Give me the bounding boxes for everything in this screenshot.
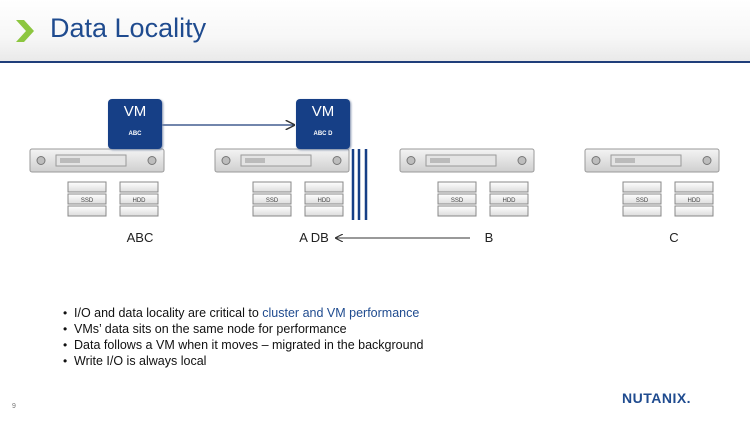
- node-label-1: ABC: [126, 230, 154, 245]
- bullet-list: • I/O and data locality are critical to c…: [63, 305, 424, 369]
- bullet-item: • Write I/O is always local: [63, 353, 423, 369]
- server-node-2: [214, 148, 350, 173]
- vm-data-label: ABC: [128, 131, 142, 137]
- node-label-3: B: [484, 230, 494, 245]
- slide-title: Data Locality: [50, 13, 207, 43]
- ssd-label: SSD: [266, 198, 279, 204]
- bullet-text: VMs’ data sits on the same node for perf…: [74, 322, 347, 336]
- ssd-label: SSD: [451, 198, 464, 204]
- bullet-item: • Data follows a VM when it moves – migra…: [63, 337, 424, 353]
- bullet-text: I/O and data locality are critical to: [74, 306, 263, 320]
- title-bar: [0, 0, 750, 62]
- server-node-4: [584, 148, 720, 173]
- disk-stack-2: SSD HDD: [252, 181, 344, 217]
- page-number: 9: [12, 403, 16, 410]
- data-transfer-bars: [351, 149, 368, 220]
- vm-label: VM: [311, 103, 335, 120]
- bullet-text: Data follows a VM when it moves – migrat…: [74, 338, 424, 352]
- hdd-label: HDD: [503, 198, 517, 204]
- chevron-right-icon: [16, 20, 34, 42]
- vm-box-2: VM ABC D: [296, 99, 350, 149]
- hdd-label: HDD: [133, 198, 147, 204]
- ssd-label: SSD: [636, 198, 649, 204]
- server-node-3: [399, 148, 535, 173]
- bullet-icon: •: [63, 354, 68, 368]
- hdd-label: HDD: [688, 198, 702, 204]
- bullet-text: Write I/O is always local: [74, 354, 207, 368]
- disk-stack-1: SSD HDD: [67, 181, 159, 217]
- title-rule: [0, 61, 750, 63]
- bullet-icon: •: [63, 322, 68, 336]
- vm-data-label: ABC D: [313, 131, 333, 137]
- vm-box-1: VM ABC: [108, 99, 162, 149]
- server-node-1: [29, 148, 165, 173]
- bullet-icon: •: [63, 338, 68, 352]
- ssd-label: SSD: [81, 198, 94, 204]
- bullet-item: • VMs’ data sits on the same node for per…: [63, 321, 423, 337]
- bullet-icon: •: [63, 306, 68, 320]
- disk-stack-4: SSD HDD: [622, 181, 714, 217]
- logo-text: NUTANIX.: [622, 390, 691, 406]
- node-label-2: A DB: [299, 230, 329, 245]
- node-label-4: C: [669, 230, 679, 245]
- nutanix-logo: NUTANIX.: [622, 390, 691, 406]
- bullet-item: • I/O and data locality are critical to c…: [63, 305, 423, 321]
- vm-label: VM: [123, 103, 147, 120]
- bullet-highlight: cluster and VM performance: [262, 306, 420, 320]
- disk-stack-3: SSD HDD: [437, 181, 529, 217]
- hdd-label: HDD: [318, 198, 332, 204]
